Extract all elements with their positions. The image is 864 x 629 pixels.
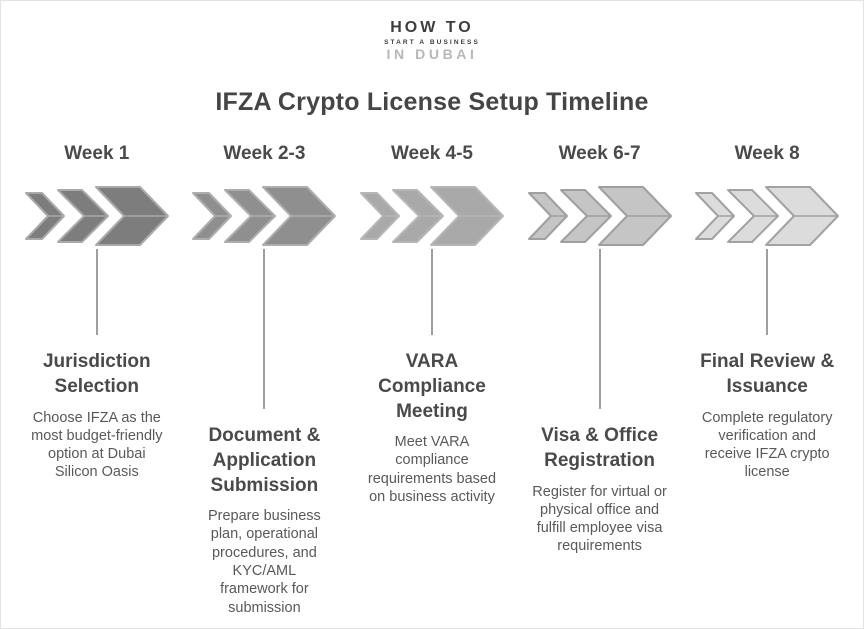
week-label: Week 8	[734, 143, 800, 165]
connector-line	[430, 249, 433, 336]
stage-description: Meet VARA compliance requirements based …	[367, 434, 497, 505]
triple-chevron-arrow-icon	[695, 186, 840, 247]
timeline-stage-week-6-7: Week 6-7 Visa & Office Registration Regi…	[516, 143, 684, 617]
connector-line	[598, 249, 601, 410]
timeline-stage-week-2-3: Week 2-3 Document & Application Submissi…	[181, 143, 349, 617]
triple-chevron-arrow-icon	[359, 186, 504, 247]
stage-title: VARA Compliance Meeting	[378, 351, 486, 422]
week-label: Week 2-3	[223, 143, 306, 165]
stage-description: Prepare business plan, operational proce…	[207, 508, 321, 616]
timeline-stage-week-4-5: Week 4-5 VARA Compliance Meeting Meet VA…	[348, 143, 516, 617]
timeline: Week 1 Jurisdiction Selection Choose IFZ…	[1, 143, 863, 617]
triple-chevron-arrow-icon	[527, 186, 672, 247]
week-label: Week 4-5	[390, 143, 473, 165]
stage-title: Final Review & Issuance	[700, 351, 835, 397]
stage-title: Document & Application Submission	[208, 425, 321, 496]
logo-line-in-dubai: IN DUBAI	[386, 45, 478, 62]
howto-dubai-logo: HOW TO START A BUSINESS IN DUBAI	[1, 19, 863, 62]
stage-description: Choose IFZA as the most budget-friendly …	[31, 409, 163, 481]
stage-title: Visa & Office Registration	[541, 425, 659, 471]
connector-line	[95, 249, 98, 336]
timeline-stage-week-1: Week 1 Jurisdiction Selection Choose IFZ…	[13, 143, 181, 617]
timeline-stage-week-8: Week 8 Final Review & Issuance Complete …	[683, 143, 851, 617]
stage-title: Jurisdiction Selection	[42, 351, 151, 397]
week-label: Week 1	[64, 143, 130, 165]
logo-line-how-to: HOW TO	[390, 19, 474, 36]
week-label: Week 6-7	[558, 143, 641, 165]
connector-line	[766, 249, 769, 336]
stage-description: Complete regulatory verification and rec…	[701, 409, 833, 481]
triple-chevron-arrow-icon	[192, 186, 337, 247]
connector-line	[263, 249, 266, 410]
logo-line-start-a-business: START A BUSINESS	[384, 38, 480, 46]
triple-chevron-arrow-icon	[24, 186, 169, 247]
page-title: IFZA Crypto License Setup Timeline	[215, 88, 649, 117]
stage-description: Register for virtual or physical office …	[532, 483, 667, 555]
